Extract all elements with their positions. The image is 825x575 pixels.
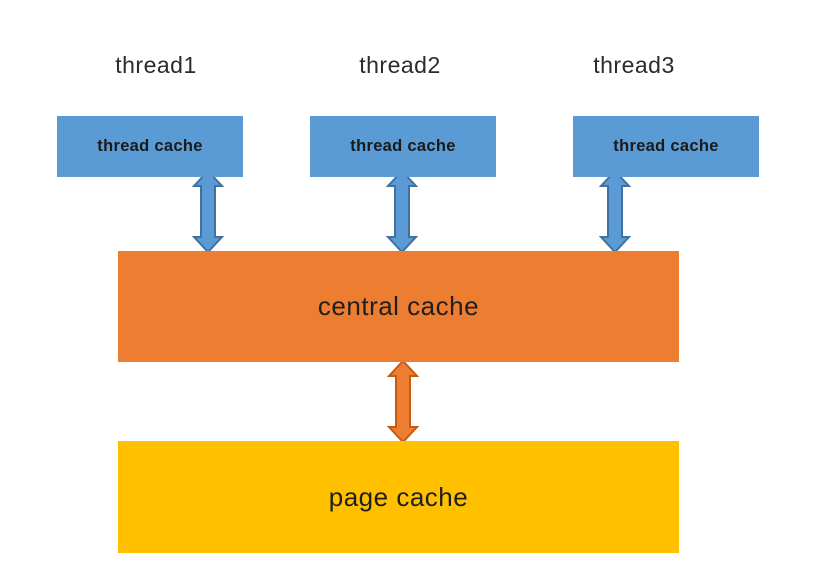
thread3-label: thread3: [593, 52, 675, 78]
central-cache-box: central cache: [118, 251, 679, 362]
double-arrow-thread1-central: [191, 169, 225, 254]
central-cache-box-label: central cache: [317, 291, 480, 321]
page-cache-box: page cache: [118, 441, 679, 553]
double-arrow-thread3-central: [598, 169, 632, 254]
double-arrow-central-page: [386, 359, 420, 444]
thread-cache-box-3-label: thread cache: [613, 137, 719, 155]
page-cache-box-label: page cache: [328, 481, 469, 512]
thread2-label: thread2: [359, 52, 441, 78]
thread-cache-box-3: thread cache: [573, 116, 759, 177]
thread-cache-box-1: thread cache: [57, 116, 243, 177]
thread-cache-box-2: thread cache: [310, 116, 496, 177]
double-arrow-thread2-central: [385, 169, 419, 254]
thread1-label: thread1: [115, 52, 197, 78]
thread-cache-box-2-label: thread cache: [350, 137, 456, 155]
thread-cache-box-1-label: thread cache: [97, 137, 203, 155]
